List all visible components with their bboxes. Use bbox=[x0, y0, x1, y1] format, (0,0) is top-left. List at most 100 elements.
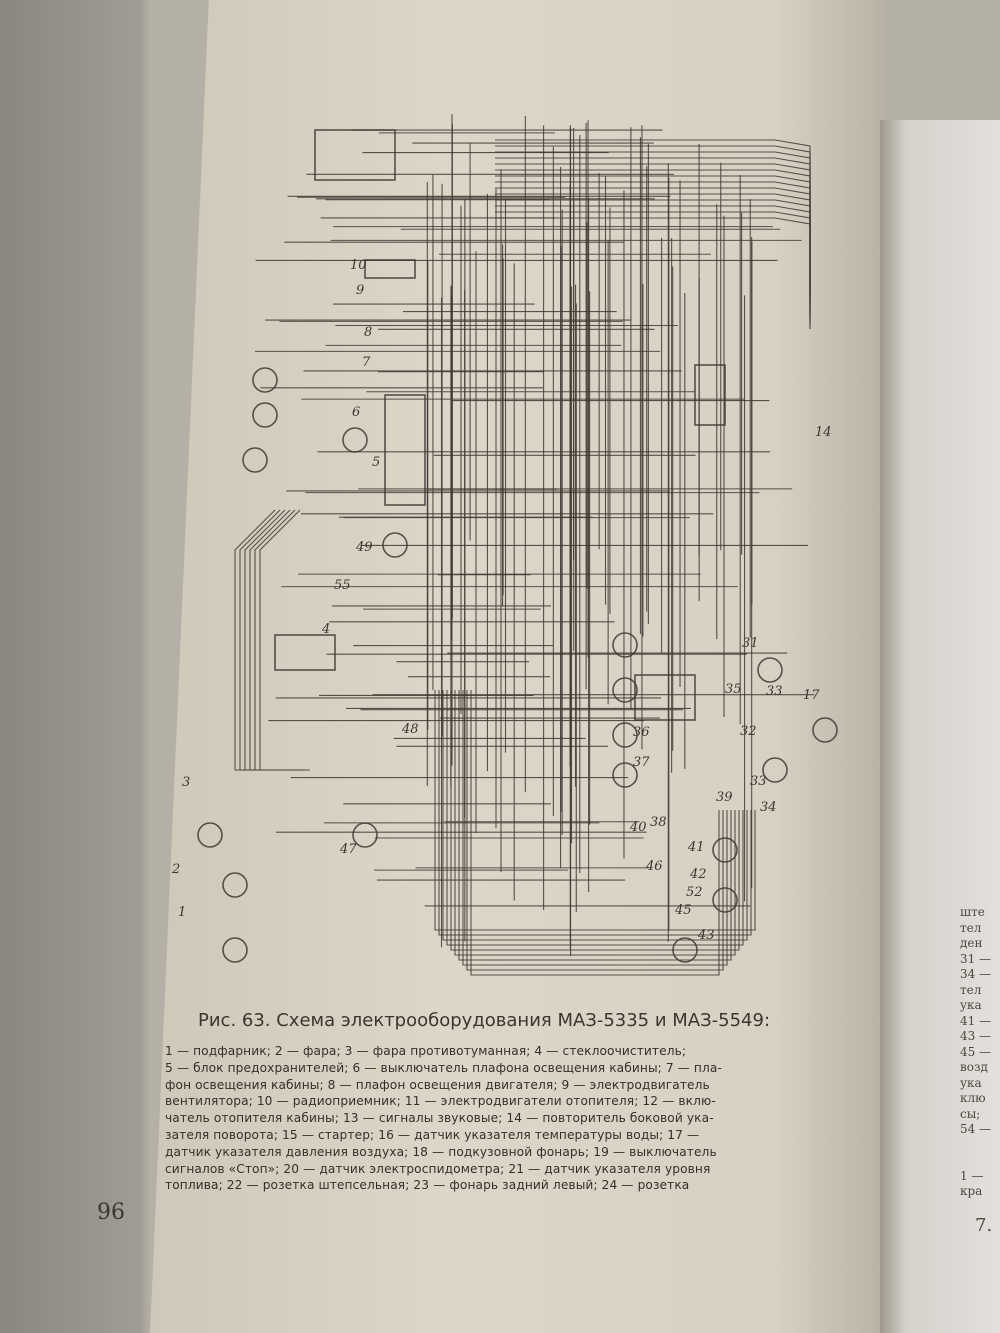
right-line bbox=[960, 1153, 991, 1169]
diagram-label: 45 bbox=[675, 903, 692, 918]
diagram-label: 2 bbox=[172, 862, 181, 877]
wire bbox=[434, 690, 756, 931]
diagram-label: 47 bbox=[340, 842, 357, 857]
right-line: ука bbox=[960, 1075, 982, 1090]
figure-caption-legend: 1 — подфарник; 2 — фара; 3 — фара против… bbox=[165, 1043, 855, 1194]
caption-line: 1 — подфарник; 2 — фара; 3 — фара против… bbox=[165, 1044, 687, 1058]
wire bbox=[454, 690, 736, 956]
diagram-label: 33 bbox=[750, 774, 767, 789]
radio-receiver bbox=[364, 259, 416, 279]
component-symbol bbox=[672, 937, 698, 963]
wire bbox=[244, 509, 295, 771]
caption-line: чатель отопителя кабины; 13 — сигналы зв… bbox=[165, 1111, 714, 1126]
component-symbol bbox=[712, 837, 738, 863]
caption-line: вентилятора; 10 — радиоприемник; 11 — эл… bbox=[165, 1094, 716, 1109]
wire bbox=[495, 187, 811, 314]
right-page-heading: 7. bbox=[975, 1215, 993, 1236]
wire bbox=[239, 509, 290, 771]
right-line: 31 — bbox=[960, 951, 992, 966]
fuse-block bbox=[384, 394, 426, 506]
right-line: 1 — bbox=[960, 1168, 984, 1183]
right-line: клю bbox=[960, 1091, 986, 1105]
component-symbol bbox=[342, 427, 368, 453]
diagram-label: 17 bbox=[803, 688, 820, 703]
caption-line: датчик указателя давления воздуха; 18 — … bbox=[165, 1144, 717, 1159]
right-line: сы; bbox=[960, 1106, 981, 1121]
diagram-label: 33 bbox=[766, 684, 783, 699]
component-symbol bbox=[612, 632, 638, 658]
wire bbox=[254, 509, 305, 771]
diagram-label: 31 bbox=[742, 636, 759, 651]
diagram-label: 46 bbox=[646, 859, 663, 874]
wire bbox=[259, 509, 310, 771]
diagram-label: 52 bbox=[686, 885, 703, 900]
diagram-label: 5 bbox=[372, 455, 381, 470]
diagram-label: 8 bbox=[364, 325, 373, 340]
component-symbol bbox=[757, 657, 783, 683]
diagram-label: 43 bbox=[698, 928, 715, 943]
wire bbox=[442, 690, 748, 941]
diagram-label: 32 bbox=[740, 724, 757, 739]
page-number: 96 bbox=[97, 1200, 125, 1225]
right-line: ште bbox=[960, 905, 985, 919]
wire bbox=[495, 139, 811, 290]
diagram-label: 40 bbox=[630, 820, 647, 835]
caption-line: 5 — блок предохранителей; 6 — выключател… bbox=[165, 1060, 722, 1075]
component-symbol bbox=[352, 822, 378, 848]
diagram-label: 1 bbox=[178, 905, 187, 920]
component-symbol bbox=[712, 887, 738, 913]
wire bbox=[446, 690, 744, 946]
wiring-diagram bbox=[197, 114, 838, 976]
component-symbol bbox=[762, 757, 788, 783]
diagram-label: 14 bbox=[815, 425, 832, 440]
heater-motor bbox=[314, 129, 396, 181]
switch-block bbox=[694, 364, 726, 426]
component-symbol bbox=[197, 822, 223, 848]
component-symbol bbox=[252, 367, 278, 393]
wire bbox=[438, 690, 752, 936]
diagram-label: 55 bbox=[334, 578, 351, 593]
right-line: ука bbox=[960, 998, 982, 1012]
right-line: 41 — bbox=[960, 1013, 992, 1028]
book-page-right bbox=[880, 120, 1000, 1333]
diagram-label: 41 bbox=[688, 840, 705, 855]
right-line: тел bbox=[960, 920, 982, 935]
wire bbox=[495, 157, 811, 299]
wire bbox=[495, 151, 811, 296]
right-line: тел bbox=[960, 982, 982, 997]
diagram-label: 10 bbox=[350, 258, 367, 273]
wire bbox=[495, 169, 811, 305]
component-symbol bbox=[812, 717, 838, 743]
right-line: кра bbox=[960, 1184, 983, 1198]
diagram-label: 42 bbox=[690, 867, 707, 882]
wire bbox=[450, 690, 740, 951]
component-symbol bbox=[222, 937, 248, 963]
diagram-label: 9 bbox=[356, 283, 365, 298]
diagram-label: 35 bbox=[725, 682, 742, 697]
wire bbox=[495, 145, 811, 293]
component-symbol bbox=[382, 532, 408, 558]
diagram-label: 49 bbox=[356, 540, 373, 555]
caption-line: топлива; 22 — розетка штепсельная; 23 — … bbox=[165, 1178, 690, 1193]
diagram-label: 7 bbox=[362, 355, 371, 370]
caption-line: фон освещения кабины; 8 — плафон освещен… bbox=[165, 1077, 710, 1092]
right-line: ден bbox=[960, 936, 983, 950]
component-symbol bbox=[612, 722, 638, 748]
diagram-label: 3 bbox=[182, 775, 191, 790]
diagram-label: 39 bbox=[716, 790, 733, 805]
wire bbox=[462, 690, 728, 966]
wire bbox=[495, 217, 811, 329]
diagram-label: 38 bbox=[650, 815, 667, 830]
wire bbox=[495, 205, 811, 323]
wiper-motor bbox=[274, 634, 336, 671]
right-page-text: ште тел ден 31 — 34 — тел ука 41 — 43 — … bbox=[960, 905, 991, 1200]
wire bbox=[495, 181, 811, 311]
component-symbol bbox=[612, 762, 638, 788]
figure-caption-title: Рис. 63. Схема электрооборудования МАЗ-5… bbox=[198, 1010, 771, 1031]
caption-line: зателя поворота; 15 — стартер; 16 — датч… bbox=[165, 1127, 700, 1142]
right-line bbox=[960, 1138, 991, 1154]
diagram-label: 4 bbox=[322, 622, 331, 637]
component-symbol bbox=[242, 447, 268, 473]
book-page-left bbox=[150, 0, 885, 1333]
right-line: 34 — bbox=[960, 967, 992, 981]
